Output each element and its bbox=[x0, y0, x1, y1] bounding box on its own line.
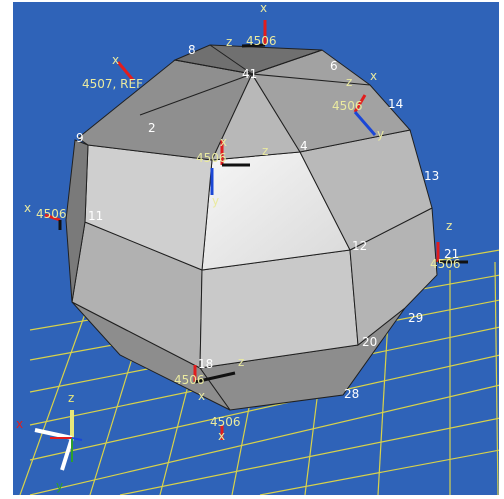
axis-y-center: y bbox=[212, 194, 219, 208]
csys-bottom-label: 4506 bbox=[210, 415, 241, 429]
csys-lower-label: 4506 bbox=[174, 373, 205, 387]
node-41: 41 bbox=[242, 67, 257, 81]
csys-labels: 4506 4507, REF 4506 4506 4506 4506 4506 … bbox=[24, 2, 461, 443]
node-20: 20 bbox=[362, 335, 377, 349]
axis-x-bottom: x bbox=[218, 429, 225, 443]
csys-ref-label: 4507, REF bbox=[82, 77, 143, 91]
csys-left-label: 4506 bbox=[36, 207, 67, 221]
csys-right-label: 4506 bbox=[430, 257, 461, 271]
triad-z-label: z bbox=[68, 391, 74, 405]
axis-x-top: x bbox=[260, 2, 267, 15]
axis-z-lower: z bbox=[238, 355, 244, 369]
axis-x-ref: x bbox=[112, 53, 119, 67]
node-2: 2 bbox=[148, 121, 156, 135]
triad-x-label: x bbox=[16, 417, 23, 431]
axis-z-right: z bbox=[446, 219, 452, 233]
node-9: 9 bbox=[76, 131, 84, 145]
model-viewport[interactable]: 41 8 6 2 4 9 11 12 13 14 21 29 20 28 18 … bbox=[13, 2, 499, 495]
axis-z-center: z bbox=[262, 144, 268, 158]
axis-x-left: x bbox=[24, 201, 31, 215]
polyhedron-model[interactable] bbox=[65, 44, 438, 411]
node-13: 13 bbox=[424, 169, 439, 183]
csys-markers bbox=[44, 20, 468, 440]
far-left-face[interactable] bbox=[65, 139, 89, 303]
node-8: 8 bbox=[188, 43, 196, 57]
csys-center-label: 4506 bbox=[196, 151, 227, 165]
node-4: 4 bbox=[300, 139, 308, 153]
viewport-canvas[interactable]: 41 8 6 2 4 9 11 12 13 14 21 29 20 28 18 … bbox=[13, 2, 499, 495]
csys-upper-right-label: 4506 bbox=[332, 99, 363, 113]
axis-x-lower: x bbox=[198, 389, 205, 403]
node-labels: 41 8 6 2 4 9 11 12 13 14 21 29 20 28 18 bbox=[76, 43, 459, 401]
triad-y-label: y bbox=[56, 479, 63, 493]
triad-labels: x z y bbox=[16, 391, 74, 493]
axis-x-upper-right: x bbox=[370, 69, 377, 83]
node-12: 12 bbox=[352, 239, 367, 253]
global-triad bbox=[34, 410, 83, 471]
axis-y-upper-right: y bbox=[377, 127, 384, 141]
axis-z-upper-right: z bbox=[346, 75, 352, 89]
node-11: 11 bbox=[88, 209, 103, 223]
csys-top-label: 4506 bbox=[246, 34, 277, 48]
node-29: 29 bbox=[408, 311, 423, 325]
axis-z-top: z bbox=[226, 35, 232, 49]
node-18: 18 bbox=[198, 357, 213, 371]
node-14: 14 bbox=[388, 97, 403, 111]
node-21: 21 bbox=[444, 247, 459, 261]
node-6: 6 bbox=[330, 59, 338, 73]
node-28: 28 bbox=[344, 387, 359, 401]
axis-x-center: x bbox=[220, 135, 227, 149]
left-border bbox=[0, 0, 13, 499]
